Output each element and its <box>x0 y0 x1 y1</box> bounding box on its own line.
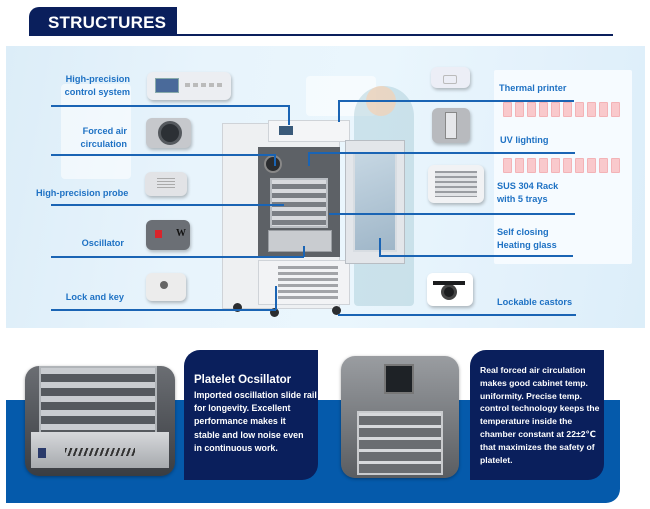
lock-icon <box>146 273 186 301</box>
uv-lamp-icon <box>432 108 470 143</box>
feature-label-glass: Self closing Heating glass <box>497 227 557 250</box>
oscillator-description-card: Platelet Ocsillator Imported oscillation… <box>184 350 318 480</box>
oscillator-icon: W <box>146 220 190 250</box>
connector-line <box>303 246 305 257</box>
connector-line <box>51 105 289 107</box>
connector-line <box>308 152 575 154</box>
cabinet-door-glass <box>353 152 397 252</box>
section-title-tab: STRUCTURES <box>29 7 177 36</box>
cabinet-control-panel <box>268 120 350 142</box>
connector-line <box>288 105 290 125</box>
cabinet-rack <box>270 178 328 228</box>
castor-wheel <box>233 303 242 312</box>
feature-label-uv: UV lighting <box>500 135 549 145</box>
feature-label-rack: SUS 304 Rack with 5 trays <box>497 181 559 204</box>
connector-line <box>338 100 340 122</box>
bg-document-shape <box>61 84 131 179</box>
connector-line <box>51 154 275 156</box>
connector-line <box>275 286 277 310</box>
castor-wheel <box>270 308 279 317</box>
chamber-photo <box>341 356 459 478</box>
feature-label-probe: High-precision probe <box>36 188 129 198</box>
chamber-fan-icon <box>264 155 282 173</box>
bg-dna-card <box>306 76 376 116</box>
connector-line <box>338 100 574 102</box>
bg-bag-row <box>503 158 620 173</box>
feature-label-castors: Lockable castors <box>497 297 573 307</box>
feature-label-oscillator: Oscillator <box>81 238 124 248</box>
oscillator-photo <box>25 366 175 476</box>
connector-line <box>379 255 573 257</box>
feature-label-lock: Lock and key <box>65 292 124 302</box>
connector-line <box>329 213 575 215</box>
feature-label-control-system: High-precision control system <box>64 74 130 97</box>
probe-icon <box>145 172 187 196</box>
section-title: STRUCTURES <box>48 13 167 32</box>
oscillator-card-title: Platelet Ocsillator <box>194 374 292 386</box>
connector-line <box>51 309 276 311</box>
feature-label-forced-air: Forced air circulation <box>80 126 127 149</box>
castor-icon <box>427 273 473 306</box>
cabinet-vent <box>278 266 338 302</box>
connector-line <box>274 154 276 166</box>
circulation-description-card: Real forced air circulation makes good c… <box>470 350 604 480</box>
connector-line <box>51 204 284 206</box>
cabinet-oscillator <box>268 230 332 252</box>
connector-line <box>338 314 576 316</box>
rack-icon <box>428 165 484 203</box>
header-divider <box>176 34 613 36</box>
fan-icon <box>146 118 191 148</box>
oscillator-card-text: Imported oscillation slide rail for long… <box>194 390 317 453</box>
bg-bag-row <box>503 102 620 117</box>
connector-line <box>51 256 304 258</box>
printer-icon <box>431 67 470 88</box>
control-panel-icon <box>147 72 231 100</box>
connector-line <box>308 152 310 166</box>
feature-label-printer: Thermal printer <box>499 83 567 93</box>
connector-line <box>379 238 381 256</box>
circulation-card-text: Real forced air circulation makes good c… <box>480 365 600 465</box>
castor-wheel <box>332 306 341 315</box>
